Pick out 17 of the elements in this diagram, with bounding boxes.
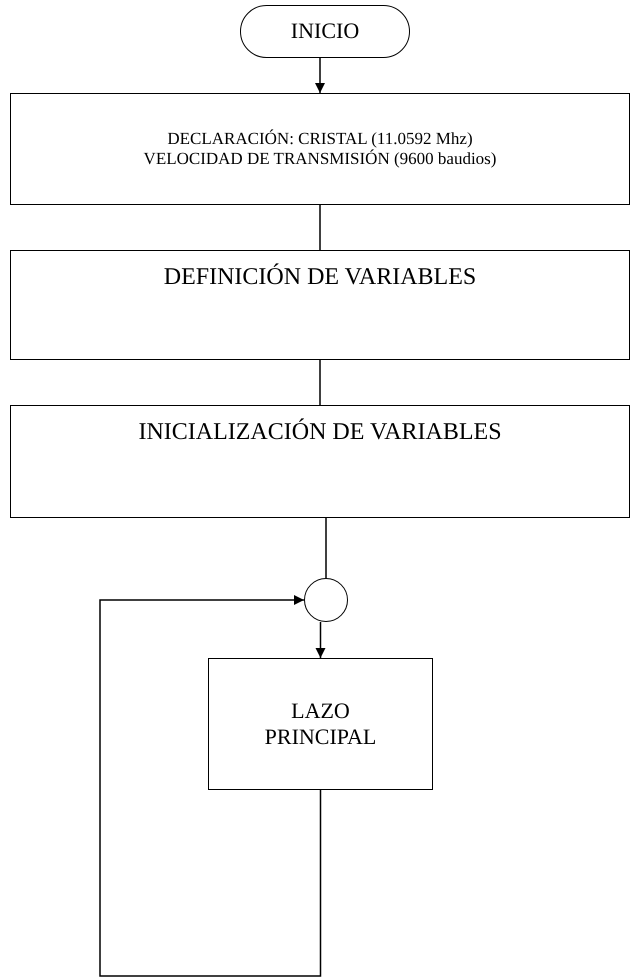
process-box (10, 93, 630, 205)
arrow (99, 595, 322, 977)
node-text: DECLARACIÓN: CRISTAL (11.0592 Mhz) VELOCIDAD DE TRANSMISIÓN (9600 baudios) (142, 128, 498, 170)
node-text: INICIALIZACIÓN DE VARIABLES (138, 418, 502, 447)
node-text: DEFINICIÓN DE VARIABLES (164, 263, 476, 292)
process-box (208, 658, 433, 790)
arrow (315, 58, 325, 93)
connector-line (319, 205, 321, 250)
connector-circle (304, 578, 348, 622)
connector-line (325, 518, 327, 578)
process-box (10, 405, 630, 518)
process-box (10, 250, 630, 360)
node-text: LAZO PRINCIPAL (264, 698, 378, 750)
terminal-box (240, 5, 410, 58)
arrow (316, 622, 326, 658)
connector-line (319, 360, 321, 405)
node-text: INICIO (290, 18, 360, 45)
